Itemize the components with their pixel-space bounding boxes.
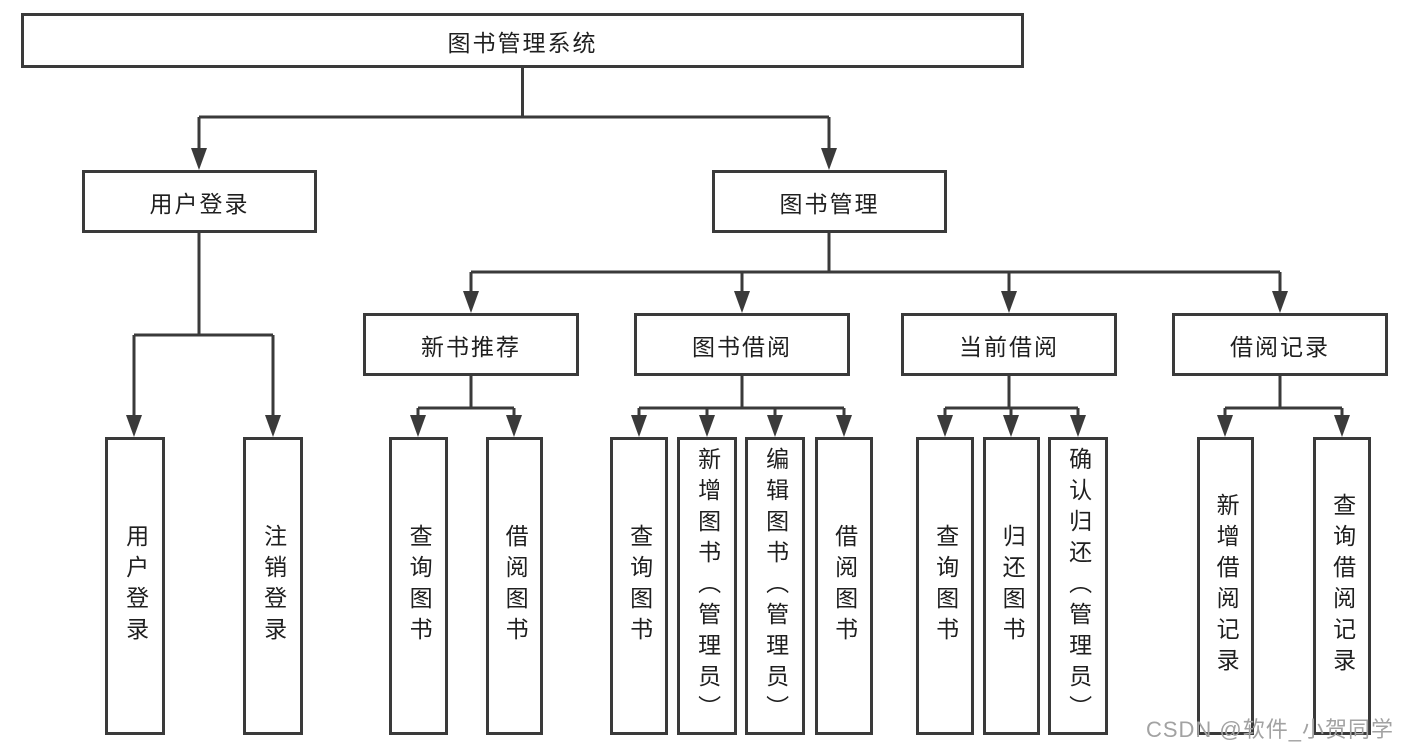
leaf-label: 查询借阅记录 xyxy=(1329,493,1356,679)
node-book-borrowing: 图书借阅 xyxy=(634,313,850,376)
arrowheads xyxy=(126,148,1350,437)
leaf-label: 用户登录 xyxy=(122,524,149,648)
leaf-label: 查询图书 xyxy=(626,524,653,648)
node-leaf-return-books: 归还图书 xyxy=(983,437,1040,735)
node-leaf-add-books-admin: 新增图书（管理员） xyxy=(677,437,737,735)
leaf-label: 编辑图书（管理员） xyxy=(762,446,789,726)
node-leaf-confirm-return-admin: 确认归还（管理员） xyxy=(1048,437,1108,735)
leaf-label: 注销登录 xyxy=(260,524,287,648)
leaf-label: 确认归还（管理员） xyxy=(1065,446,1092,726)
node-root-system: 图书管理系统 xyxy=(21,13,1024,68)
node-leaf-edit-books-admin: 编辑图书（管理员） xyxy=(745,437,805,735)
node-leaf-query-books-1: 查询图书 xyxy=(389,437,448,735)
csdn-watermark: CSDN @软件_小贺同学 xyxy=(1145,717,1394,742)
node-leaf-query-books-3: 查询图书 xyxy=(916,437,974,735)
node-borrowing-records: 借阅记录 xyxy=(1172,313,1388,376)
node-leaf-logout: 注销登录 xyxy=(243,437,303,735)
leaf-label: 查询图书 xyxy=(406,524,433,648)
leaf-label: 查询图书 xyxy=(932,524,959,648)
leaf-label: 归还图书 xyxy=(999,524,1026,648)
leaf-label: 借阅图书 xyxy=(502,524,529,648)
leaf-label: 借阅图书 xyxy=(831,524,858,648)
node-new-book-recommend: 新书推荐 xyxy=(363,313,579,376)
node-leaf-add-borrow-record: 新增借阅记录 xyxy=(1197,437,1254,735)
node-current-borrowing: 当前借阅 xyxy=(901,313,1117,376)
node-leaf-query-books-2: 查询图书 xyxy=(610,437,668,735)
node-book-management-branch: 图书管理 xyxy=(712,170,947,233)
node-user-login-branch: 用户登录 xyxy=(82,170,317,233)
node-leaf-user-login: 用户登录 xyxy=(105,437,165,735)
node-leaf-borrow-books-1: 借阅图书 xyxy=(486,437,543,735)
node-leaf-query-borrow-record: 查询借阅记录 xyxy=(1313,437,1371,735)
node-leaf-borrow-books-2: 借阅图书 xyxy=(815,437,873,735)
leaf-label: 新增图书（管理员） xyxy=(694,446,721,726)
leaf-label: 新增借阅记录 xyxy=(1213,493,1240,679)
